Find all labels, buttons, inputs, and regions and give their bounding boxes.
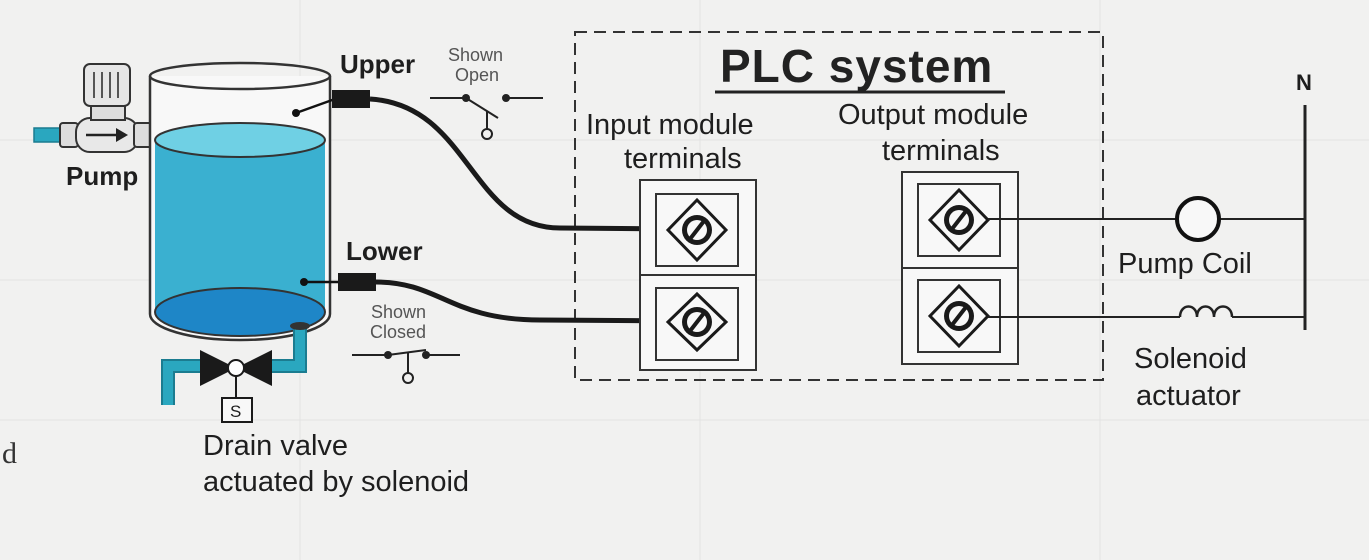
solenoid-marker-label: S: [230, 402, 241, 421]
output-wiring: [988, 218, 1305, 318]
pump-icon: [33, 63, 153, 153]
upper-level-sensor: [292, 90, 370, 117]
upper-sensor-cable: [369, 96, 681, 232]
pump-label: Pump: [66, 161, 138, 191]
neutral-label: N: [1296, 70, 1312, 95]
terminal-screw-icon: [655, 193, 739, 267]
upper-sensor-label: Upper: [340, 49, 415, 79]
input-module-label-line1: Input module: [586, 109, 754, 141]
solenoid-marker: S: [221, 397, 253, 423]
upper-sensor-state-line1: Shown: [448, 45, 503, 65]
edge-text-fragment: d: [2, 437, 17, 470]
terminal-screw-icon: [917, 183, 1001, 257]
switch-icon: [430, 94, 543, 140]
plc-system-title: PLC system: [720, 40, 993, 92]
drain-valve-label-line2: actuated by solenoid: [203, 466, 469, 498]
lower-level-sensor: [300, 273, 376, 291]
lower-sensor-state-line2: Closed: [370, 322, 426, 342]
lower-sensor-label: Lower: [346, 236, 423, 266]
lower-sensor-state-line1: Shown: [371, 302, 426, 322]
solenoid-label-line1: Solenoid: [1134, 343, 1247, 375]
solenoid-label-line2: actuator: [1136, 380, 1241, 412]
upper-sensor-state-line2: Open: [455, 65, 499, 85]
output-module-label-line1: Output module: [838, 99, 1028, 131]
lower-sensor-cable: [375, 279, 681, 324]
solenoid-icon: [1178, 305, 1234, 318]
coil-icon: [1175, 196, 1221, 242]
drain-valve-label-line1: Drain valve: [203, 430, 348, 462]
terminal-screw-icon: [655, 287, 739, 361]
valve-icon: [200, 350, 272, 398]
output-module: [901, 171, 1019, 365]
input-module: [639, 179, 757, 371]
pump-coil-label: Pump Coil: [1118, 248, 1252, 280]
input-module-label-line2: terminals: [624, 143, 742, 175]
output-module-label-line2: terminals: [882, 135, 1000, 167]
drain-pipe: [161, 322, 310, 405]
plc-system-boundary: [574, 31, 1104, 381]
tank-icon: [148, 61, 332, 342]
terminal-screw-icon: [917, 279, 1001, 353]
switch-icon: [352, 349, 460, 384]
